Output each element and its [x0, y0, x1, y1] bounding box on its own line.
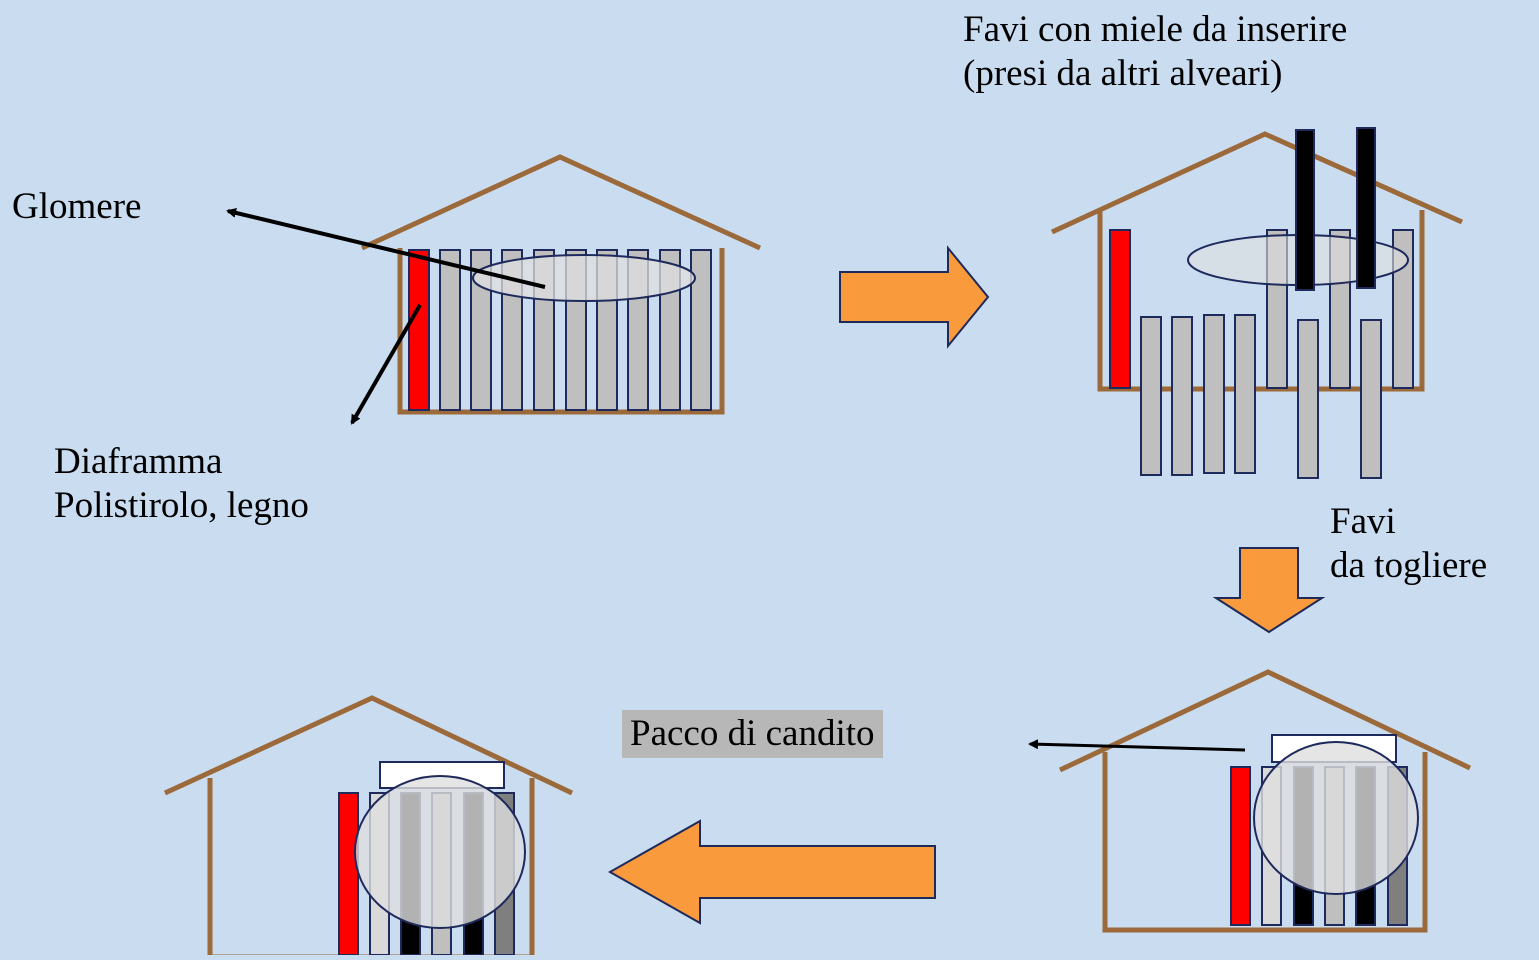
- hive-2-roof: [1050, 131, 1464, 235]
- hive-4-cluster: [354, 775, 526, 929]
- hive-2-removed-frame: [1234, 314, 1256, 474]
- hive-2: [1050, 127, 1464, 479]
- hive-2-removed-frame: [1171, 316, 1193, 476]
- hive-2-removed-frame: [1360, 319, 1382, 479]
- flow-arrow-down: [1212, 547, 1326, 634]
- glomere-pointer-arrow: [226, 208, 546, 289]
- hive-4: [163, 695, 574, 960]
- hive-1-diaphragm: [408, 249, 430, 411]
- label-favi-togliere-line1: Favi: [1330, 501, 1396, 542]
- label-diaframma-line2: Polistirolo, legno: [54, 485, 309, 527]
- diaframma-pointer-arrow: [350, 304, 422, 425]
- hive-1-frame: [439, 249, 461, 411]
- hive-3-roof: [1058, 669, 1472, 773]
- label-favi-togliere: Favi da togliere: [1330, 500, 1487, 589]
- hive-2-removed-frame: [1140, 316, 1162, 476]
- hive-1-cluster: [472, 254, 696, 302]
- hive-3-diaphragm: [1230, 766, 1251, 926]
- flow-arrow-right: [839, 245, 990, 349]
- hive-3-cluster: [1253, 741, 1419, 895]
- hive-1-body: [397, 248, 725, 415]
- hive-1-frame: [470, 249, 492, 411]
- label-favi-inserire-line2: (presi da altri alveari): [963, 53, 1283, 95]
- hive-1-roof: [360, 154, 762, 251]
- label-glomere: Glomere: [12, 186, 142, 227]
- label-favi-inserire-line1: Favi con miele da inserire: [963, 9, 1348, 50]
- hive-3: [1028, 669, 1472, 933]
- hive-2-honey-frame: [1295, 129, 1315, 291]
- hive-2-body: [1097, 210, 1425, 392]
- label-favi-togliere-line2: da togliere: [1330, 545, 1488, 587]
- hive-2-honey-frame: [1356, 127, 1376, 289]
- label-favi-inserire: Favi con miele da inserire (presi da alt…: [963, 8, 1347, 97]
- hive-2-removed-frame: [1203, 314, 1225, 474]
- label-diaframma-line1: Diaframma: [54, 441, 223, 482]
- hive-1: [226, 154, 762, 425]
- label-pacco-candito: Pacco di candito: [622, 710, 883, 759]
- candito-pointer-arrow: [1028, 739, 1246, 752]
- label-diaframma: Diaframma Polistirolo, legno: [54, 440, 309, 529]
- hive-4-roof: [163, 695, 574, 796]
- flow-arrow-left: [607, 819, 936, 925]
- hive-3-body: [1102, 752, 1428, 933]
- hive-2-removed-frame: [1297, 319, 1319, 479]
- hive-4-diaphragm: [338, 792, 359, 956]
- hive-1-frame: [690, 249, 712, 411]
- hive-2-diaphragm: [1109, 229, 1131, 389]
